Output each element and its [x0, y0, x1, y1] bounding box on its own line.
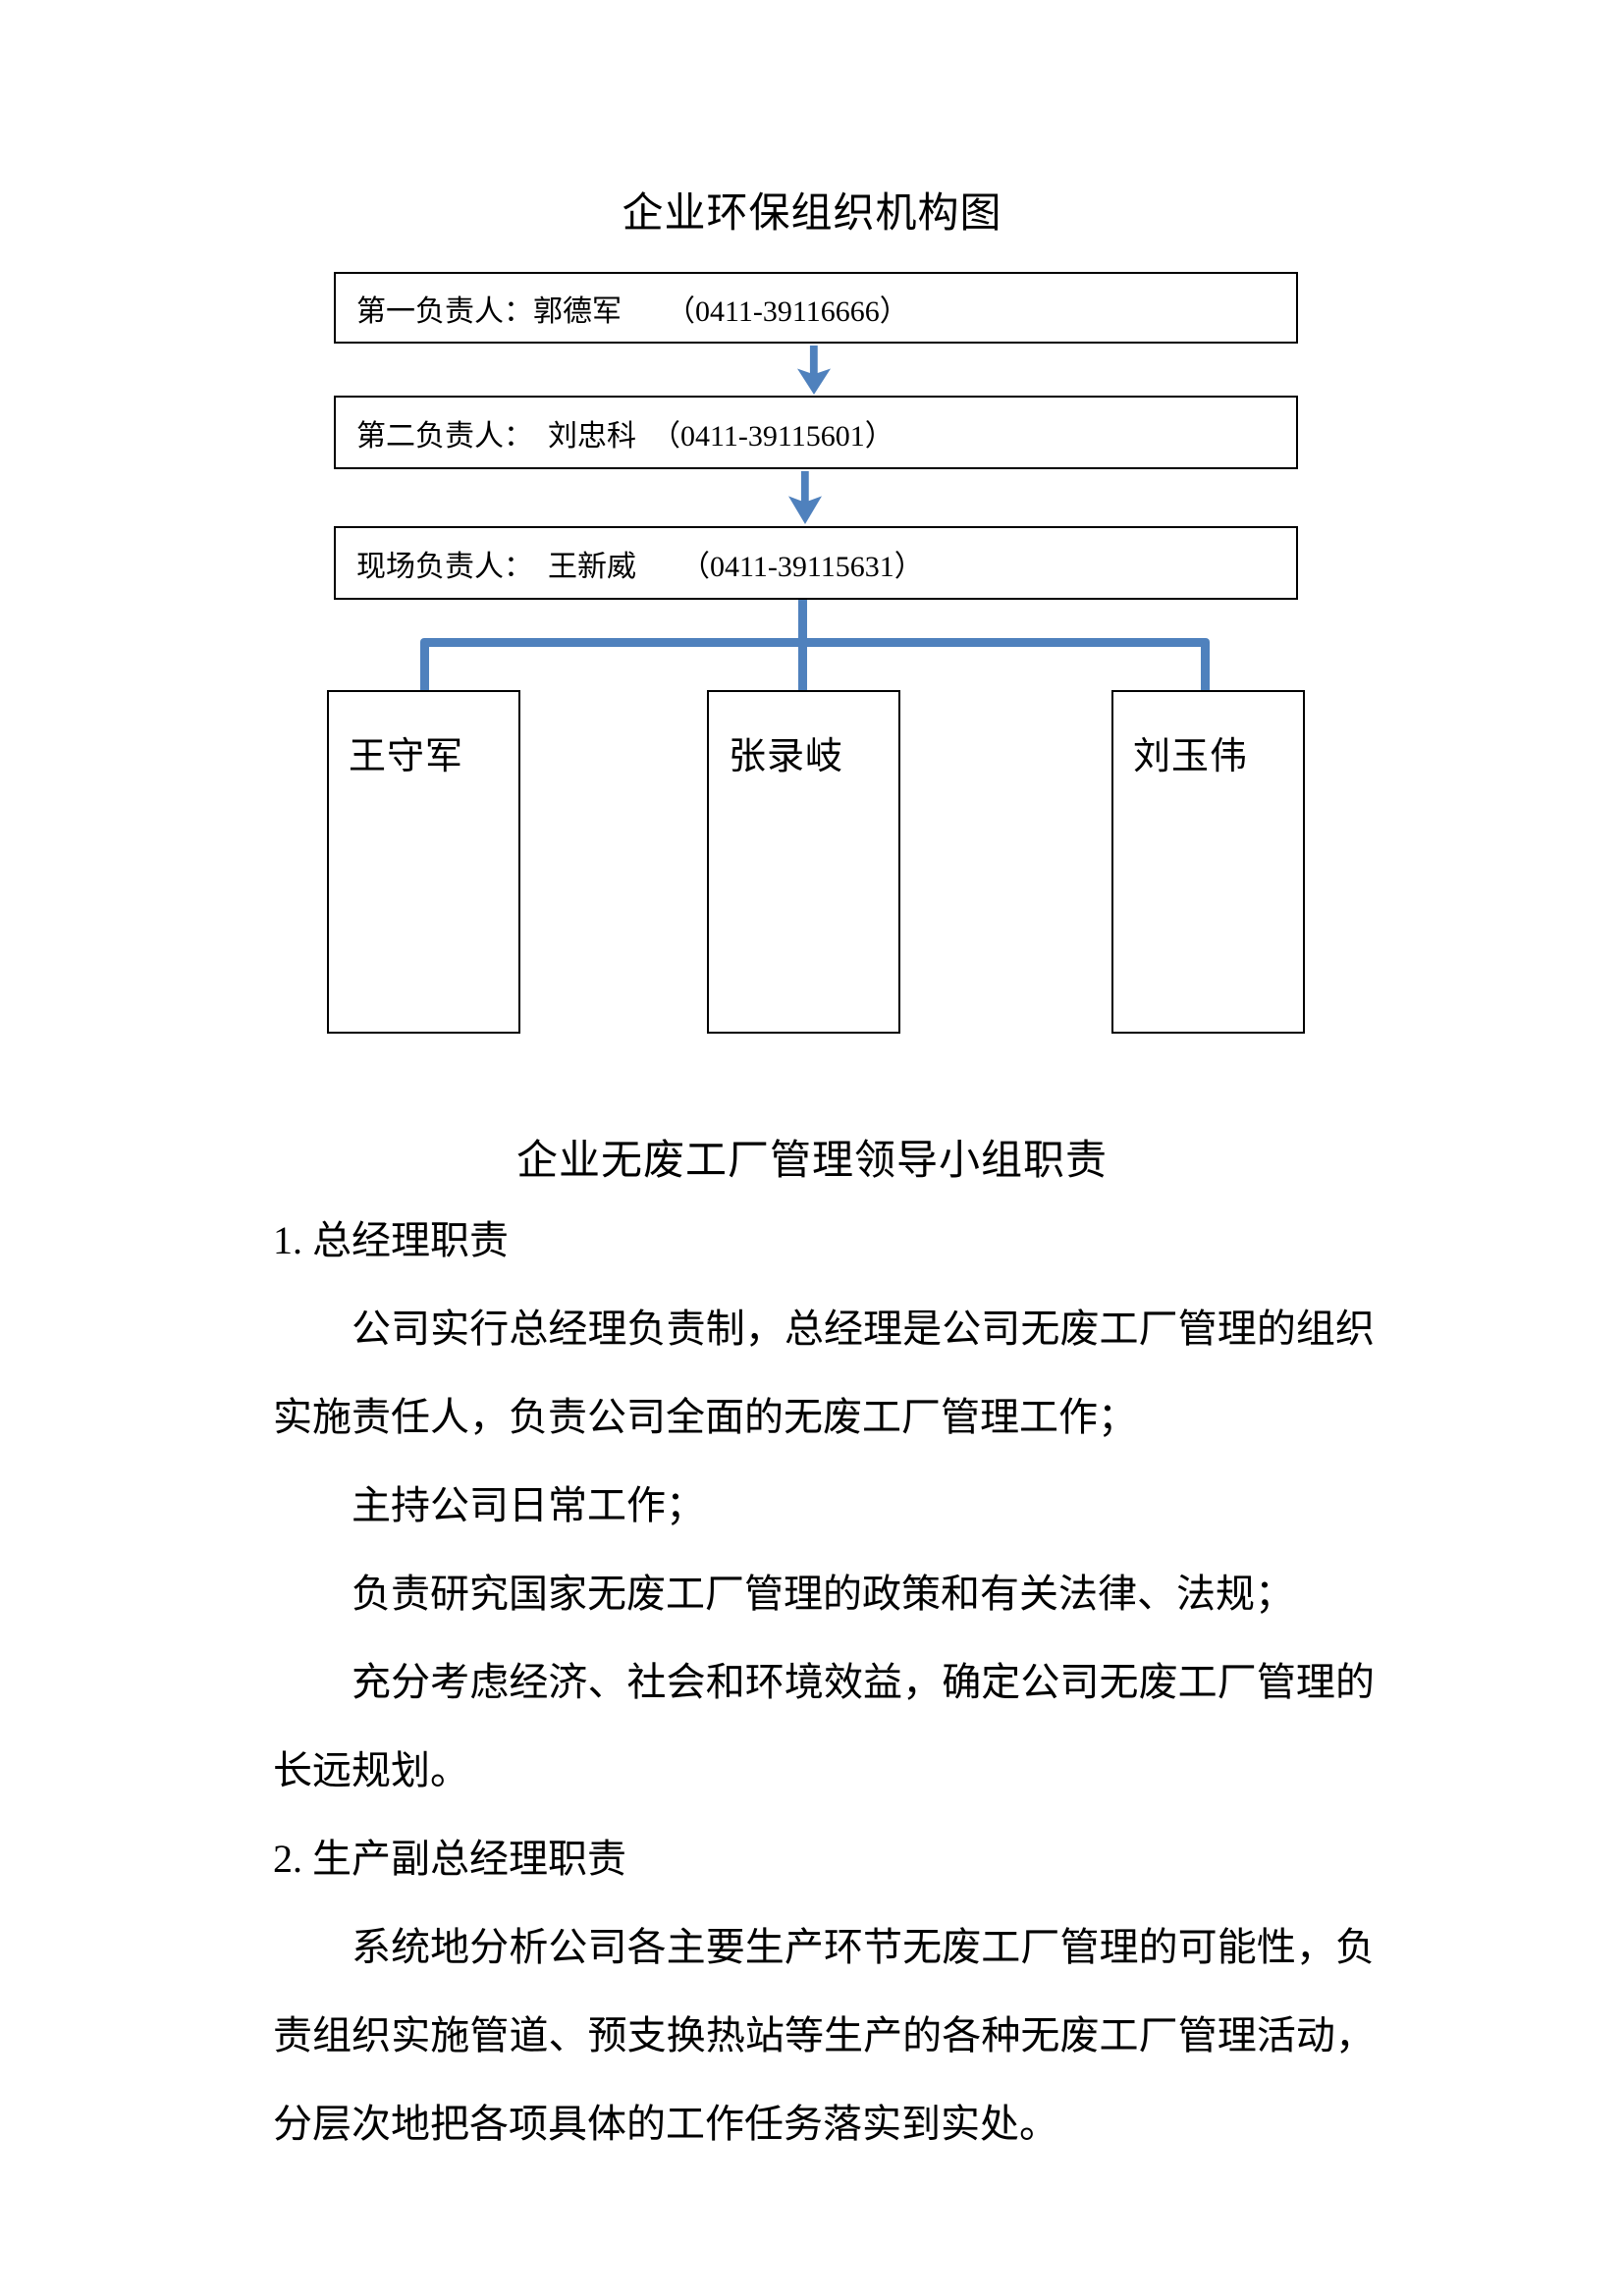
member-name: 王守军 [349, 736, 464, 777]
body-paragraph: 负责研究国家无废工厂管理的政策和有关法律、法规； [352, 1572, 1294, 1616]
body-paragraph: 系统地分析公司各主要生产环节无废工厂管理的可能性，负责组织实施管道、预支换热站等… [273, 1925, 1375, 2146]
connector-drop-right [1201, 643, 1210, 691]
body-paragraph: 主持公司日常工作； [352, 1483, 705, 1527]
down-arrow-icon [788, 471, 822, 524]
connector-horizontal-line [420, 638, 1210, 647]
body-text: 1. 总经理职责 公司实行总经理负责制，总经理是公司无废工厂管理的组织实施责任人… [273, 1197, 1375, 2168]
org-box-level-3-text: 现场负责人： 王新威 （0411-39115631） [356, 550, 924, 583]
org-box-level-1: 第一负责人：郭德军 （0411-39116666） [334, 272, 1298, 344]
section-title: 企业无废工厂管理领导小组职责 [515, 1139, 1108, 1184]
connector-stem [798, 600, 807, 640]
down-arrow-icon [797, 346, 831, 395]
body-paragraph: 充分考虑经济、社会和环境效益，确定公司无废工厂管理的长远规划。 [273, 1660, 1375, 1792]
org-box-level-2: 第二负责人： 刘忠科 （0411-39115601） [334, 396, 1298, 469]
member-box: 张录岐 [707, 690, 900, 1034]
body-heading: 2. 生产副总经理职责 [273, 1837, 626, 1881]
connector-drop-left [420, 643, 429, 691]
member-name: 张录岐 [729, 736, 844, 777]
member-name: 刘玉伟 [1133, 736, 1249, 777]
org-box-level-1-text: 第一负责人：郭德军 （0411-39116666） [356, 294, 909, 328]
org-chart-title: 企业环保组织机构图 [622, 191, 1002, 237]
member-box: 刘玉伟 [1111, 690, 1305, 1034]
body-heading: 1. 总经理职责 [273, 1218, 509, 1262]
org-box-level-3: 现场负责人： 王新威 （0411-39115631） [334, 526, 1298, 600]
member-box: 王守军 [327, 690, 520, 1034]
body-paragraph: 公司实行总经理负责制，总经理是公司无废工厂管理的组织实施责任人，负责公司全面的无… [273, 1307, 1375, 1439]
connector-drop-middle [798, 643, 807, 691]
org-box-level-2-text: 第二负责人： 刘忠科 （0411-39115601） [356, 419, 894, 453]
